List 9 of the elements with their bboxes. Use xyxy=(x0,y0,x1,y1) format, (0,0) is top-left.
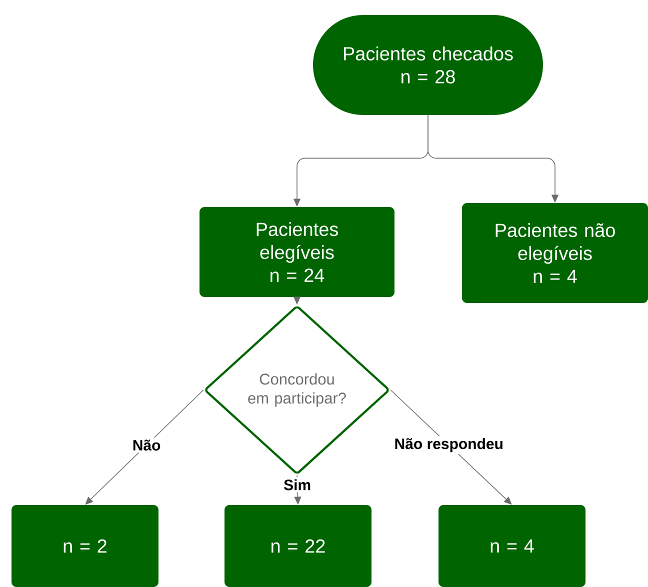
edge-label: Não xyxy=(130,438,163,453)
start-terminal: Pacientes checados n = 28 xyxy=(313,15,543,115)
edge-label: Não respondeu xyxy=(392,436,506,454)
edge-label: Sim xyxy=(282,477,314,492)
process-box: Pacientes não elegíveis n = 4 xyxy=(462,203,648,303)
process-box: n = 22 xyxy=(224,505,372,587)
process-box: Pacientes elegíveis n = 24 xyxy=(200,207,394,297)
process-box: n = 4 xyxy=(438,505,586,587)
process-box: n = 2 xyxy=(12,505,158,587)
